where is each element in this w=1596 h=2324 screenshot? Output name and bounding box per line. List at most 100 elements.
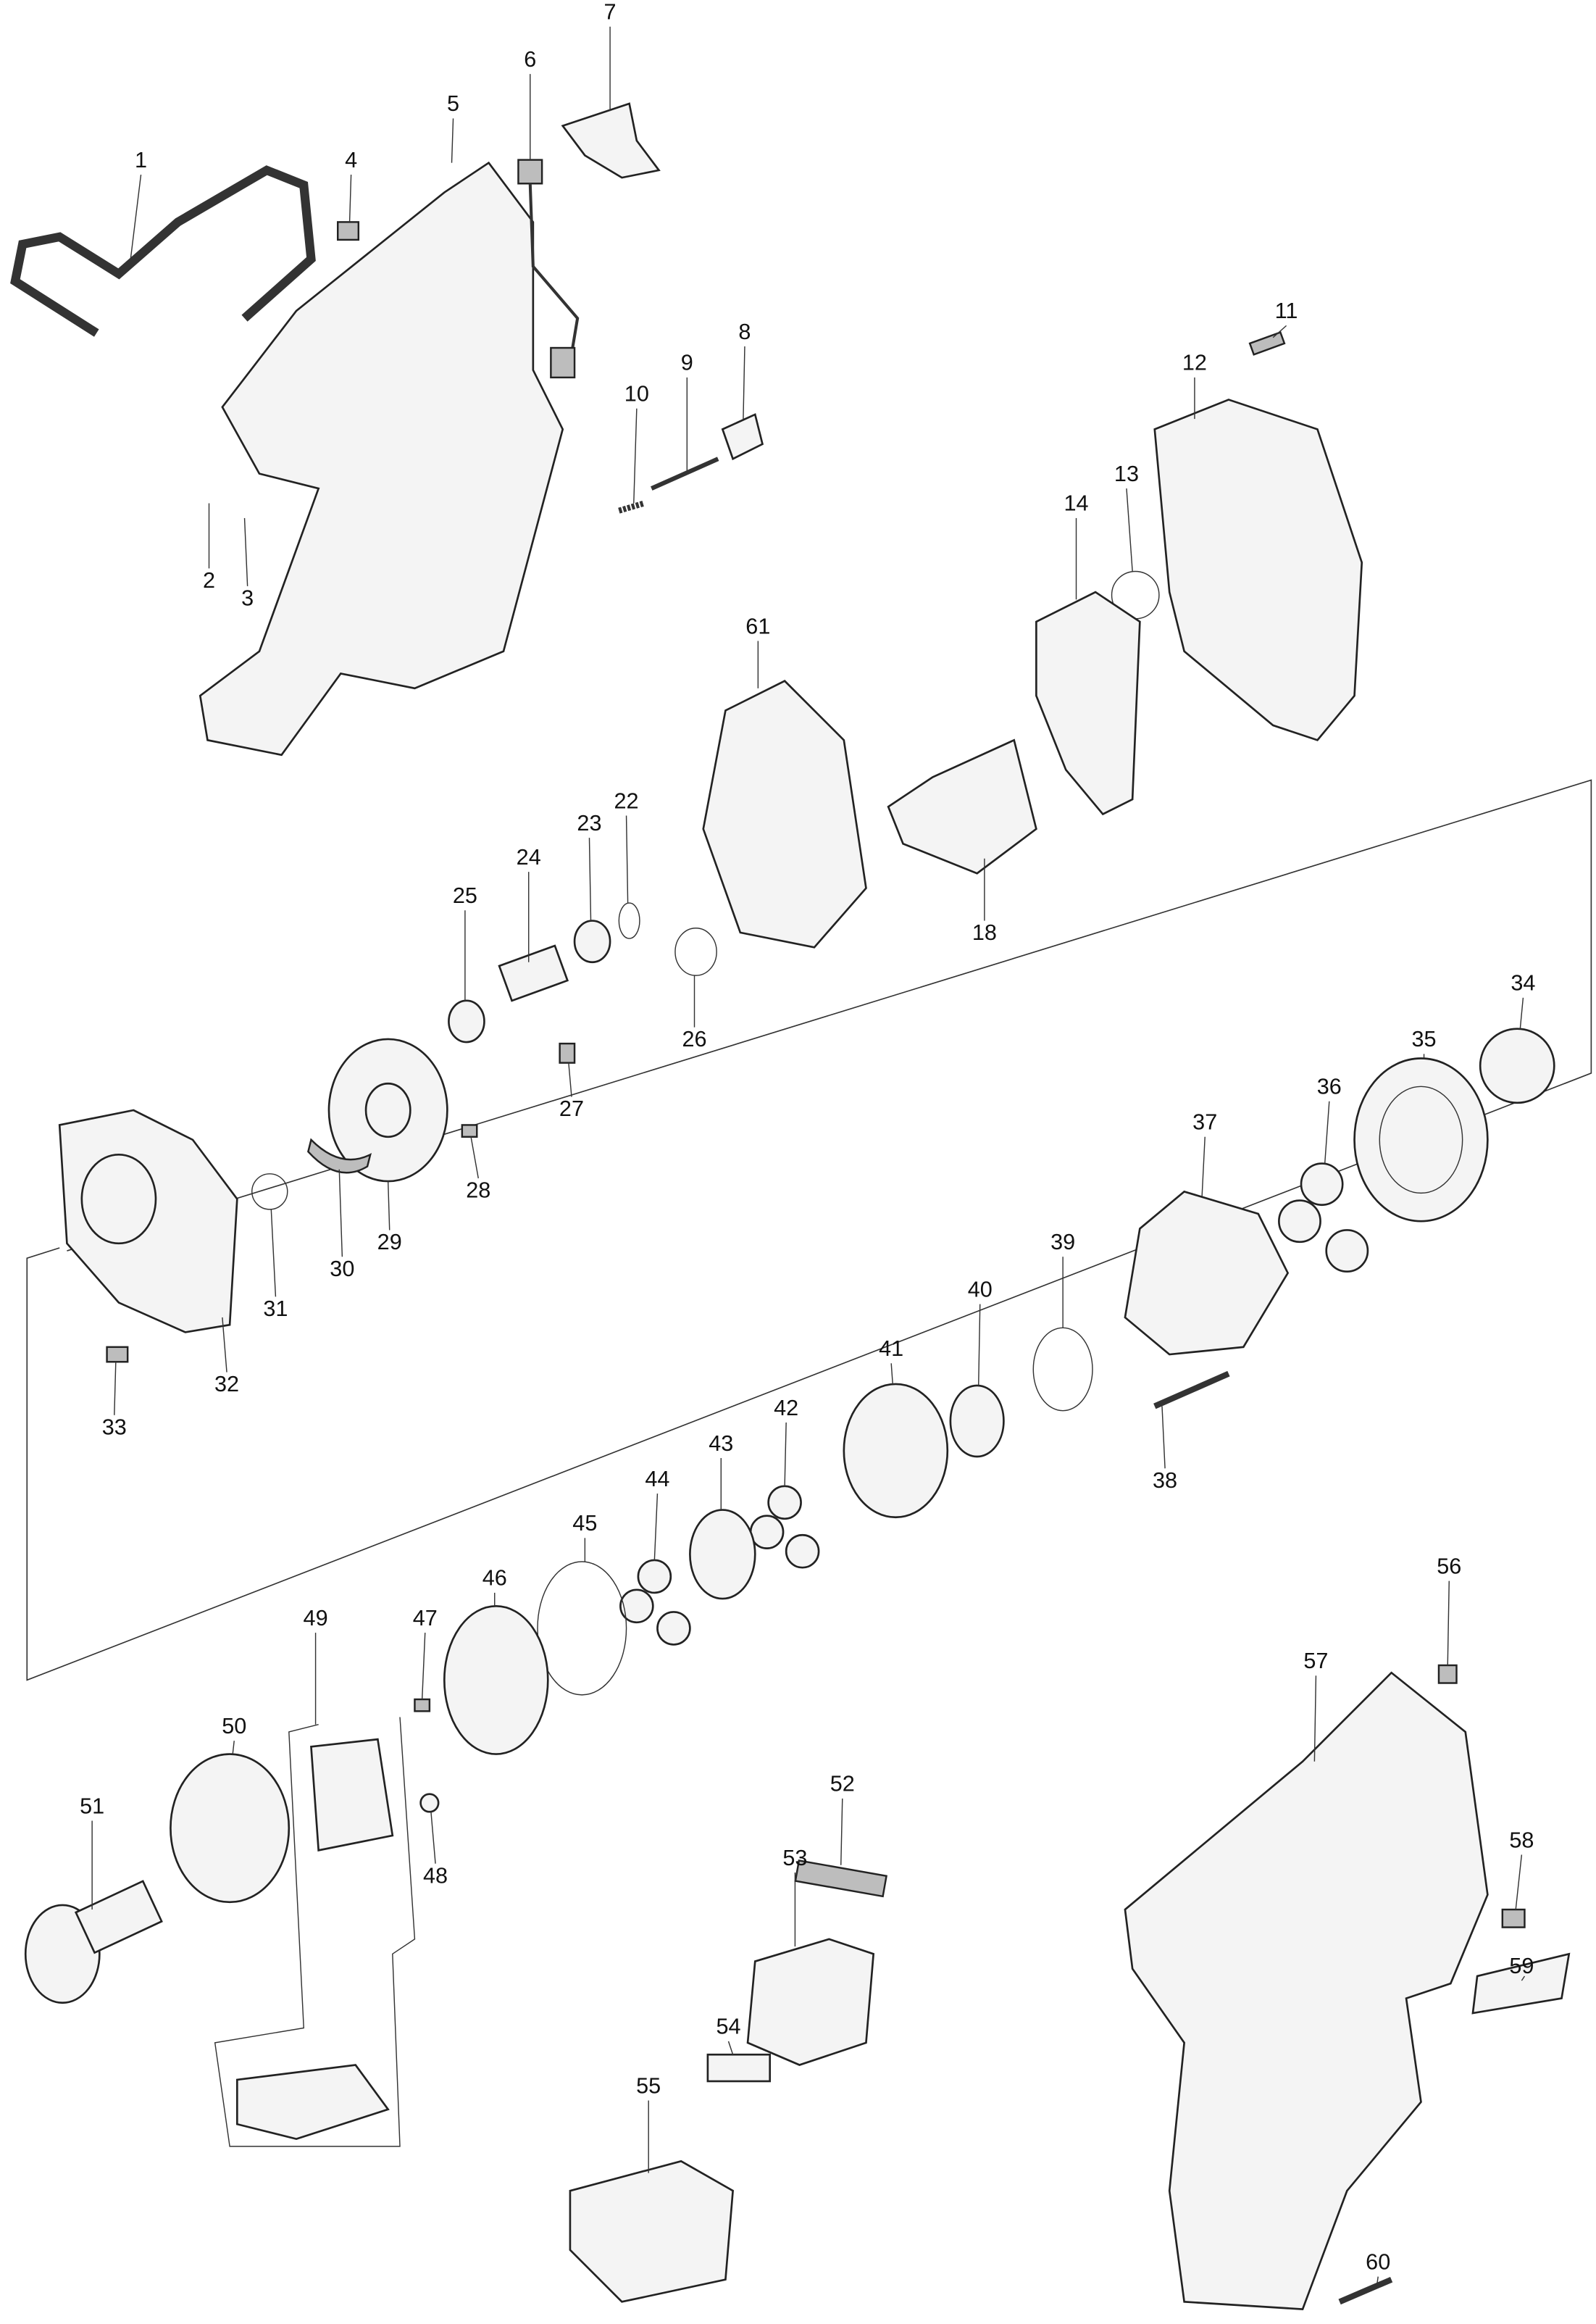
callout-12: 12 [1182, 351, 1207, 375]
part-42-planet-gears [749, 1485, 820, 1569]
leader-line-23 [588, 838, 592, 921]
part-55-battery-terminal [569, 2160, 735, 2303]
leader-line-5 [451, 118, 454, 163]
part-40-carrier [949, 1384, 1005, 1458]
leader-line-56 [1447, 1580, 1450, 1666]
part-36-planet-gears [1278, 1162, 1369, 1273]
part-8-lever [721, 413, 764, 461]
part-6-wire [528, 183, 580, 363]
part-12-gear-cover [1153, 399, 1363, 741]
callout-36: 36 [1317, 1075, 1342, 1099]
leader-line-52 [840, 1798, 843, 1865]
leader-line-34 [1519, 997, 1524, 1029]
leader-line-4 [348, 175, 352, 222]
callout-13: 13 [1114, 462, 1139, 486]
leader-line-3 [243, 517, 248, 586]
leader-line-11 [1272, 325, 1287, 338]
leader-line-48 [430, 1812, 436, 1864]
leader-line-8 [743, 346, 745, 420]
part-35-ring-gear [1353, 1057, 1489, 1223]
part-60-screw [1338, 2276, 1393, 2305]
leader-line-58 [1515, 1854, 1523, 1910]
part-10-spring [618, 500, 645, 514]
part-9-pin [651, 457, 719, 491]
part-35-inner [1379, 1086, 1463, 1194]
part-31-circlip [251, 1173, 288, 1210]
part-54-label [706, 2053, 772, 2083]
part-58-screw [1501, 1908, 1526, 1928]
part-26-ring [674, 928, 717, 976]
leader-line-13 [1126, 488, 1133, 572]
callout-32: 32 [214, 1372, 239, 1396]
callout-47: 47 [413, 1606, 438, 1630]
part-41-ring-gear [843, 1383, 949, 1519]
callout-39: 39 [1050, 1230, 1075, 1254]
part-51-rotor [74, 1880, 163, 1954]
part-45-washer [537, 1561, 627, 1696]
callout-52: 52 [830, 1772, 855, 1796]
leader-line-50 [232, 1741, 235, 1754]
callout-8: 8 [738, 320, 751, 344]
assembly-frame [26, 779, 1592, 1681]
callout-38: 38 [1153, 1468, 1177, 1493]
part-6-connector [517, 159, 543, 185]
callout-56: 56 [1437, 1554, 1461, 1578]
callout-35: 35 [1412, 1027, 1437, 1051]
callout-43: 43 [709, 1431, 733, 1456]
part-24-shaft [498, 944, 569, 1002]
part-56-clip [1437, 1664, 1458, 1684]
part-43-carrier [689, 1509, 756, 1600]
part-44-planet-gears [619, 1559, 691, 1646]
part-6-connector-b [550, 346, 576, 379]
part-23-bearing [573, 920, 611, 964]
part-61-gear-housing [702, 680, 867, 949]
part-33-screw [106, 1346, 129, 1363]
callout-1: 1 [135, 148, 147, 172]
leader-line-36 [1324, 1101, 1330, 1164]
leader-line-27 [568, 1062, 572, 1097]
part-53-switch [746, 1938, 875, 2066]
callout-57: 57 [1303, 1649, 1328, 1673]
leader-line-22 [625, 815, 629, 904]
leader-line-54 [727, 2041, 734, 2055]
callout-59: 59 [1509, 1954, 1534, 1978]
callout-2: 2 [203, 568, 215, 593]
leader-line-10 [633, 408, 638, 504]
callout-18: 18 [972, 920, 997, 945]
leader-line-59 [1521, 1975, 1526, 1981]
part-32-bore [80, 1153, 157, 1245]
part-46-fan-plate [443, 1604, 549, 1755]
part-34-carrier [1479, 1028, 1555, 1104]
callout-49: 49 [304, 1606, 328, 1630]
callout-25: 25 [453, 883, 477, 908]
callout-58: 58 [1509, 1828, 1534, 1852]
part-51-rotor-fan [24, 1904, 101, 2004]
callout-51: 51 [80, 1794, 104, 1818]
leader-line-29 [387, 1181, 390, 1230]
part-27-key [559, 1042, 576, 1064]
part-38-screw [1153, 1370, 1230, 1409]
part-49-bracket [214, 1717, 416, 2147]
leader-line-38 [1161, 1406, 1166, 1469]
callout-53: 53 [782, 1846, 807, 1870]
callout-33: 33 [102, 1415, 127, 1439]
callout-42: 42 [774, 1396, 798, 1420]
part-49-sensor-board [310, 1738, 394, 1852]
callout-9: 9 [681, 351, 693, 375]
callout-10: 10 [624, 382, 649, 407]
callout-46: 46 [482, 1566, 507, 1591]
leader-line-40 [977, 1304, 981, 1386]
part-14-gasket [1035, 591, 1141, 816]
leader-line-60 [1376, 2276, 1379, 2288]
leader-line-30 [338, 1169, 343, 1257]
leader-line-37 [1201, 1136, 1206, 1196]
callout-22: 22 [614, 788, 639, 813]
callout-41: 41 [879, 1336, 903, 1361]
callout-26: 26 [682, 1027, 706, 1051]
part-39-washer [1032, 1327, 1093, 1412]
part-57-housing-half [1124, 1671, 1489, 2310]
callout-48: 48 [423, 1863, 448, 1888]
callout-55: 55 [636, 2073, 661, 2098]
callout-40: 40 [968, 1277, 993, 1301]
